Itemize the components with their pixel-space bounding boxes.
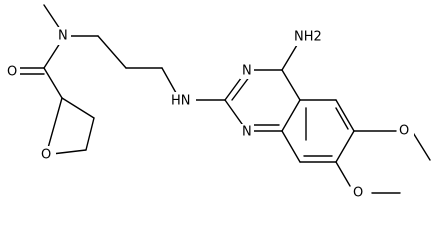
bond	[281, 99, 301, 132]
bond	[97, 35, 127, 69]
bond	[281, 69, 301, 101]
bond	[231, 75, 251, 101]
bond	[51, 149, 87, 155]
bond	[335, 107, 349, 130]
atom-n-ring-1: N	[242, 125, 252, 140]
atom-o-methoxy-7: O	[353, 186, 363, 201]
atom-o-ring: O	[41, 148, 51, 163]
atom-labels: O N HN N N NH2 O O O	[4, 27, 414, 201]
bond	[411, 130, 431, 161]
bond	[335, 161, 351, 187]
atom-o-carbonyl: O	[7, 65, 17, 80]
structure-svg: O N HN N N NH2 O O O	[4, 4, 431, 201]
bond	[335, 99, 355, 132]
atom-nh-amine: HN	[171, 94, 191, 109]
bond	[43, 67, 63, 99]
bonds	[19, 4, 431, 194]
bond	[281, 130, 301, 163]
bond	[335, 130, 355, 163]
molecule-structure: O N HN N N NH2 O O O	[4, 4, 431, 201]
atom-n-ring-3: N	[242, 64, 252, 79]
bond	[61, 97, 95, 119]
atom-o-methoxy-6: O	[399, 124, 409, 139]
atom-n-amide: N	[58, 29, 68, 44]
atom-nh2-amino: NH2	[294, 30, 322, 45]
bond	[47, 97, 63, 149]
bond	[85, 117, 95, 151]
